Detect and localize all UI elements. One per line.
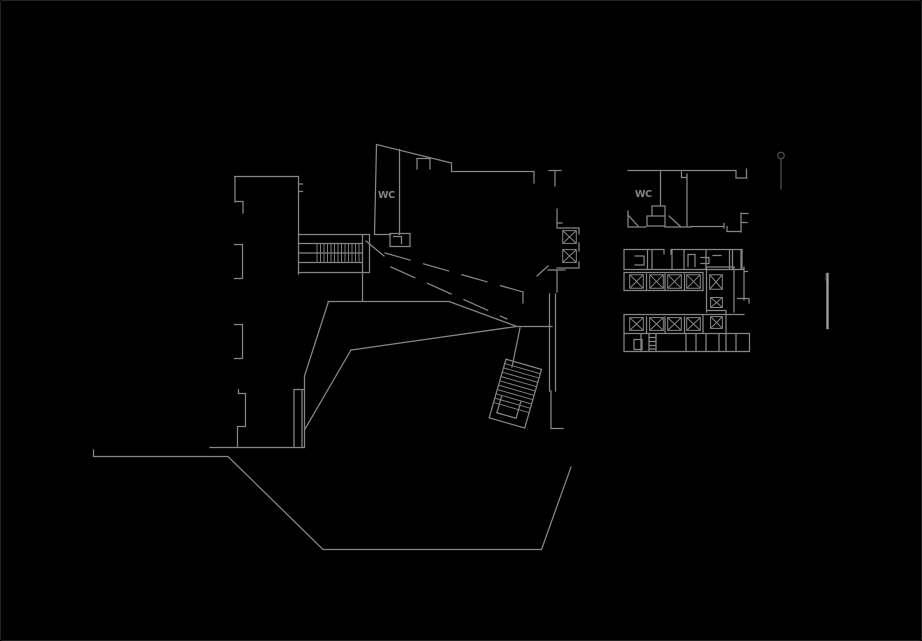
- plan-lines: WC WC: [92, 143, 829, 551]
- stair-side-wall: [548, 293, 564, 430]
- wall-pier: [293, 388, 306, 449]
- lower-stair: [488, 358, 543, 429]
- elevator-shaft-symbol: [562, 230, 577, 244]
- core-wall-left: [297, 175, 364, 302]
- wc-label-right: WC: [635, 189, 652, 200]
- right-wing-walls: [627, 168, 749, 233]
- wc-room-left-walls: [365, 143, 562, 257]
- elevator-core: [623, 248, 751, 353]
- pin-marker-icon: [777, 151, 785, 190]
- upper-stair-treads: [316, 243, 360, 263]
- elevator-shaft-symbol: [562, 249, 577, 263]
- site-boundary: [92, 449, 572, 551]
- left-wing-walls: [209, 175, 300, 449]
- atrium-outline: [303, 300, 553, 430]
- central-lift-bracket: [536, 208, 580, 293]
- upper-stair-frame: [297, 233, 371, 274]
- wc-label-left: WC: [378, 190, 395, 201]
- corridor-dashed-lines: [384, 252, 524, 320]
